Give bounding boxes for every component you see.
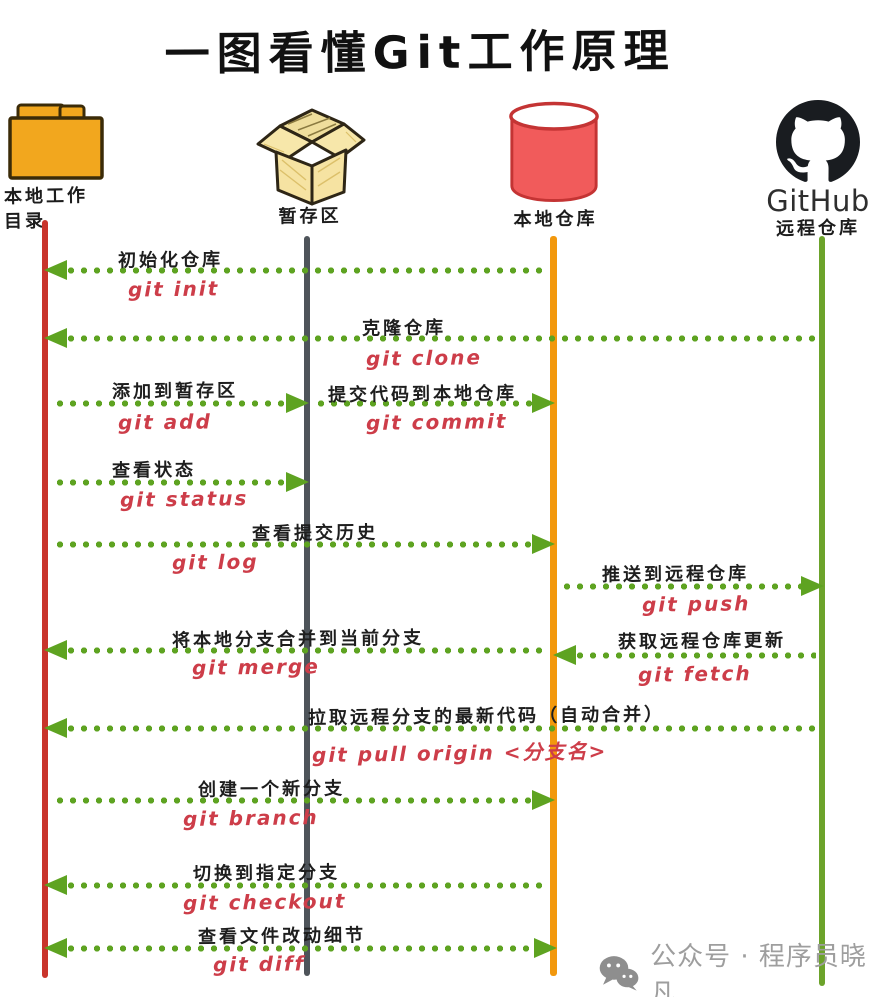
actor-remote-brand: GitHub <box>766 184 870 218</box>
arrow-desc: 查看提交历史 <box>251 522 379 545</box>
dotted-line <box>561 583 816 590</box>
arrow-git-push <box>557 576 824 596</box>
wechat-icon <box>599 956 639 991</box>
dotted-line <box>52 882 547 889</box>
dotted-line <box>52 335 818 342</box>
dotted-line <box>315 400 547 407</box>
arrowhead-left-icon <box>44 640 67 660</box>
arrowhead-right-icon <box>532 790 555 810</box>
arrow-git-branch <box>50 790 555 810</box>
arrowhead-left-icon <box>44 260 67 280</box>
dotted-line <box>52 267 549 274</box>
staging-lifeline <box>304 236 310 976</box>
arrow-desc: 将本地分支合并到当前分支 <box>171 627 425 652</box>
watermark-text: 公众号 · 程序员晓凡 <box>650 942 867 997</box>
folder-icon <box>8 103 104 180</box>
arrow-desc: 添加到暂存区 <box>111 380 239 403</box>
arrow-desc: 查看文件改动细节 <box>197 925 367 948</box>
arrow-git-pull <box>44 718 822 738</box>
arrow-desc: 拉取远程分支的最新代码（自动合并） <box>307 704 666 729</box>
arrow-git-clone <box>44 328 822 348</box>
dotted-line <box>54 400 301 407</box>
arrow-desc: 推送到远程仓库 <box>601 563 750 586</box>
dotted-line <box>54 797 547 804</box>
git-command: git clone <box>365 345 483 371</box>
actor-workdir-label-line2: 目录 <box>3 210 47 233</box>
git-command: git branch <box>182 805 319 831</box>
arrowhead-right-icon <box>532 534 555 554</box>
arrow-git-diff <box>44 938 557 958</box>
dotted-line <box>54 479 301 486</box>
arrow-desc: 克隆仓库 <box>361 317 447 340</box>
arrow-git-checkout <box>44 875 551 895</box>
arrowhead-left-icon <box>553 645 576 665</box>
git-command: git merge <box>191 654 321 680</box>
arrow-git-log <box>50 534 555 554</box>
arrowhead-right-icon <box>534 938 557 958</box>
git-command: git commit <box>365 409 508 435</box>
arrowhead-left-icon <box>44 938 67 958</box>
arrow-desc: 创建一个新分支 <box>197 778 346 801</box>
arrow-desc: 查看状态 <box>111 459 197 482</box>
actor-workdir-label-line1: 本地工作 <box>3 185 89 208</box>
github-icon <box>776 100 860 182</box>
arrowhead-left-icon <box>44 328 67 348</box>
arrow-git-add <box>50 393 309 413</box>
arrow-git-init <box>44 260 553 280</box>
workdir-lifeline <box>42 220 48 978</box>
arrow-desc: 初始化仓库 <box>117 249 224 272</box>
actor-localrepo <box>505 100 603 209</box>
git-command: git fetch <box>637 661 752 687</box>
arrow-desc: 切换到指定分支 <box>192 862 341 885</box>
git-command: git init <box>127 276 220 302</box>
arrow-git-merge <box>44 640 551 660</box>
watermark: 公众号 · 程序员晓凡 <box>598 936 873 997</box>
git-command: git add <box>117 409 212 435</box>
git-command: git log <box>171 549 259 575</box>
arrow-desc: 提交代码到本地仓库 <box>327 383 518 406</box>
arrowhead-right-icon <box>801 576 824 596</box>
git-command: git status <box>119 486 249 512</box>
actor-localrepo-label: 本地仓库 <box>513 208 598 231</box>
git-command: git push <box>641 591 751 617</box>
arrowhead-left-icon <box>44 875 67 895</box>
arrowhead-right-icon <box>532 393 555 413</box>
remote-lifeline <box>819 236 825 986</box>
arrowhead-right-icon <box>286 472 309 492</box>
git-command: git checkout <box>182 888 347 916</box>
open-box-icon <box>256 108 366 206</box>
database-icon <box>509 101 599 202</box>
actor-remote <box>776 100 860 188</box>
dotted-line <box>54 541 547 548</box>
git-command: git pull origin <分支名> <box>311 738 608 768</box>
dotted-line <box>52 647 547 654</box>
page-title: 一图看懂Git工作原理 <box>164 24 676 81</box>
actor-staging-label: 暂存区 <box>278 205 342 228</box>
dotted-line <box>52 945 549 952</box>
actor-workdir <box>6 102 106 186</box>
dotted-line <box>52 725 818 732</box>
actor-staging <box>250 94 370 210</box>
arrowhead-right-icon <box>286 393 309 413</box>
dotted-line <box>561 652 816 659</box>
actor-remote-label: 远程仓库 <box>775 217 861 240</box>
arrow-git-status <box>50 472 309 492</box>
arrowhead-left-icon <box>44 718 67 738</box>
localrepo-lifeline <box>550 236 557 976</box>
arrow-desc: 获取远程仓库更新 <box>617 630 787 653</box>
git-command: git diff <box>212 951 306 977</box>
arrow-git-commit <box>311 393 555 413</box>
arrow-git-fetch <box>553 645 820 665</box>
